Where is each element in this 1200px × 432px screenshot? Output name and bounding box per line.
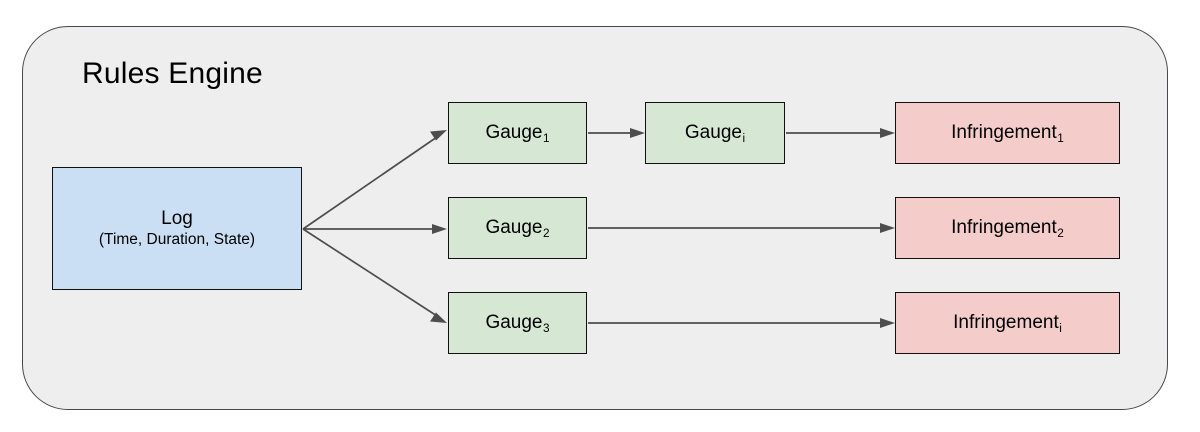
node-log[interactable]: Log (Time, Duration, State) [52,167,302,290]
infringement-2-label: Infringement2 [951,216,1064,240]
infringement-1-label: Infringement1 [951,121,1064,145]
node-infringement-1[interactable]: Infringement1 [895,102,1120,164]
gauge-3-label: Gauge3 [485,311,550,335]
node-gauge-2[interactable]: Gauge2 [448,197,587,259]
gauge-1-label: Gauge1 [485,121,550,145]
node-infringement-2[interactable]: Infringement2 [895,197,1120,259]
node-infringement-i[interactable]: Infringementi [895,292,1120,354]
node-gauge-i[interactable]: Gaugei [645,102,785,164]
node-gauge-1[interactable]: Gauge1 [448,102,587,164]
gauge-2-label: Gauge2 [485,216,550,240]
infringement-i-label: Infringementi [953,311,1062,335]
gauge-i-label: Gaugei [684,121,746,145]
log-label: Log (Time, Duration, State) [99,208,255,249]
log-title: Log [161,208,193,230]
node-gauge-3[interactable]: Gauge3 [448,292,587,354]
rules-engine-title: Rules Engine [82,57,263,90]
log-subtitle: (Time, Duration, State) [98,230,256,248]
